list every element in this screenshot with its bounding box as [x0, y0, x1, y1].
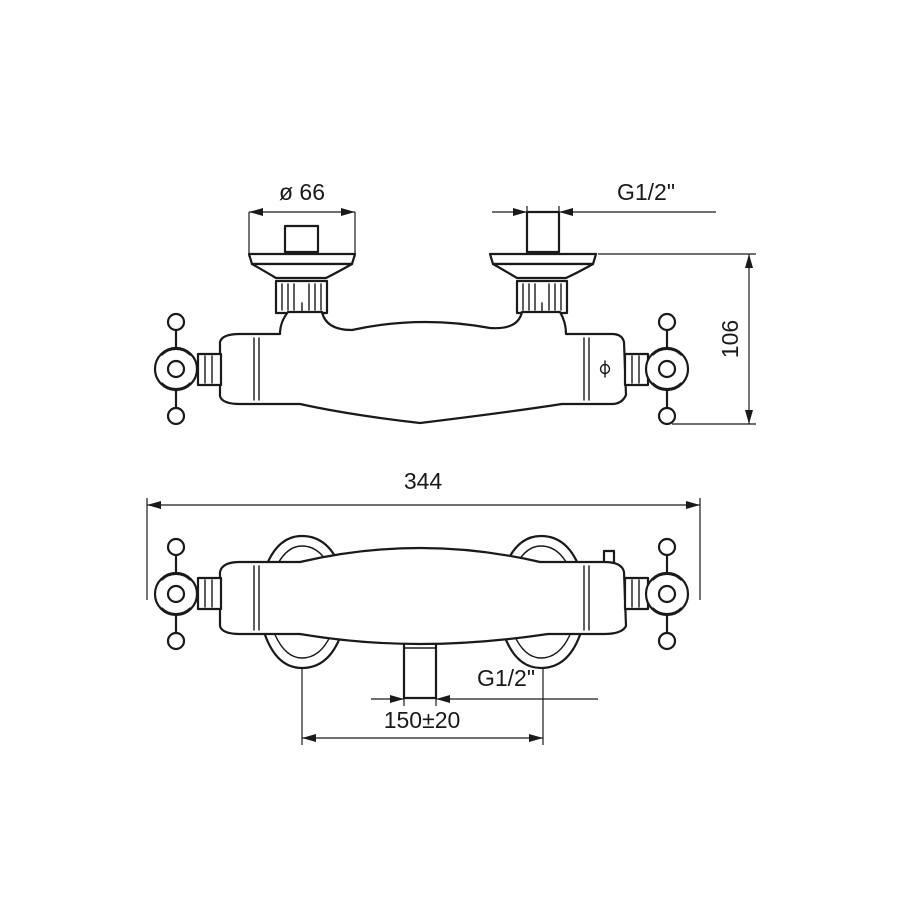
diameter-label: ø 66: [279, 179, 325, 205]
thread-label-bottom: G1/2": [477, 665, 535, 691]
height-label: 106: [717, 320, 743, 358]
thread-label-top: G1/2": [617, 179, 675, 205]
center-distance-label: 150±20: [384, 707, 461, 733]
top-view: ø 66 G1/2" 106: [153, 179, 756, 426]
front-view: 344 150±20 G1/2": [146, 468, 701, 745]
width-label: 344: [404, 468, 443, 494]
